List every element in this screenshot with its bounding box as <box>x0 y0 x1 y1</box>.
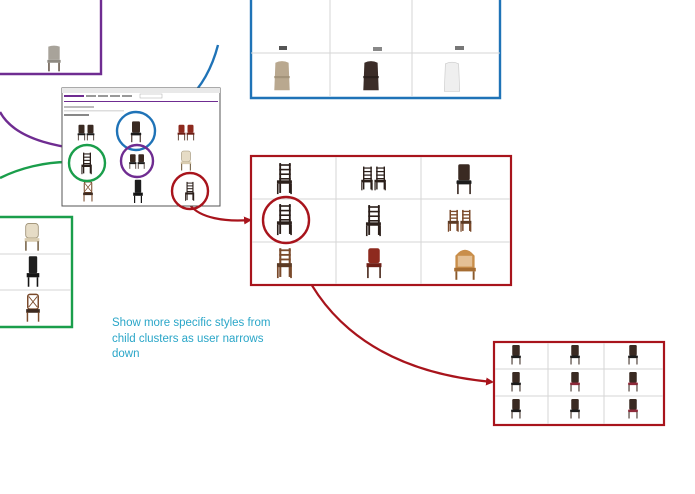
red-subcluster-panel <box>492 340 666 427</box>
browser-screenshot <box>61 87 221 211</box>
blue-cluster-panel <box>249 0 502 100</box>
chair-icon <box>47 45 61 72</box>
chair-icon <box>24 222 40 252</box>
chair-icon <box>443 61 461 92</box>
chair-icon <box>25 293 41 323</box>
red-cluster-panel <box>249 154 513 287</box>
blue-highlight-circle <box>115 110 157 152</box>
caption-text: Show more specific styles from child clu… <box>112 317 271 360</box>
purple-cluster-panel <box>0 0 103 76</box>
chair-icon <box>26 256 40 287</box>
purple-highlight-circle <box>119 143 155 179</box>
chair-icon <box>363 61 379 91</box>
green-connector <box>0 160 69 180</box>
chair-icon <box>274 61 290 91</box>
red-highlight-circle <box>170 171 210 211</box>
green-cluster-panel <box>0 215 74 329</box>
green-highlight-circle <box>67 143 107 183</box>
red-highlight-circle <box>261 195 311 245</box>
